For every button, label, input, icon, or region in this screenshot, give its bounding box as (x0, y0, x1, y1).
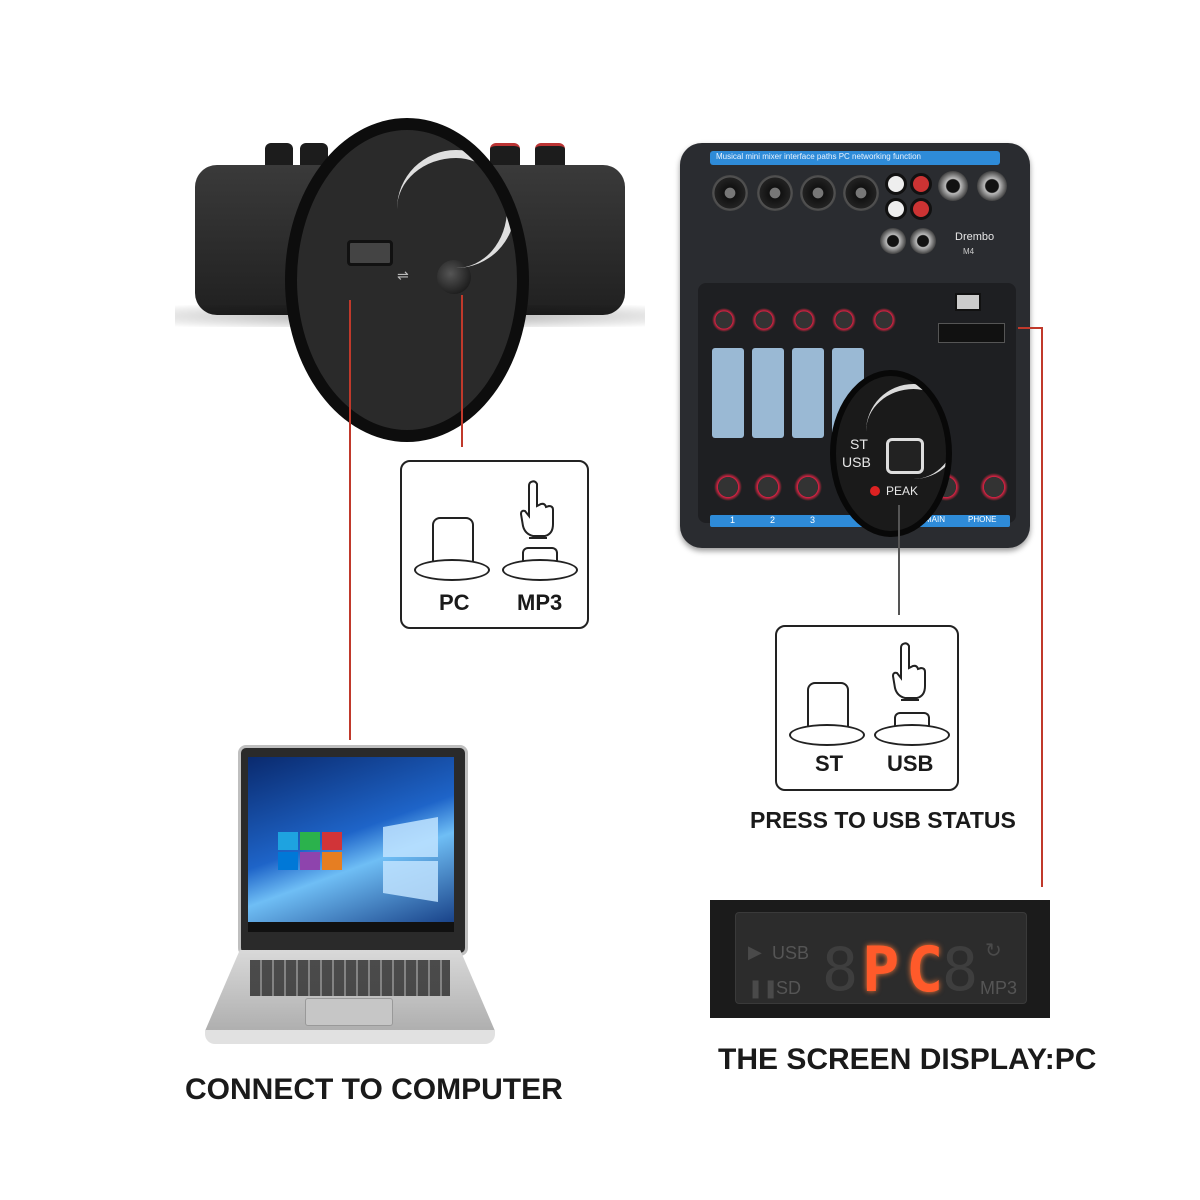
label-usb: USB (887, 751, 934, 776)
highlight-arc (397, 150, 515, 268)
eq-panel (792, 348, 824, 438)
connector-line (461, 295, 463, 447)
connector-line (898, 505, 900, 615)
xlr-input[interactable] (843, 175, 879, 211)
highlight-arc (866, 384, 946, 479)
laptop-screen (248, 757, 454, 932)
peak-label: PEAK (886, 484, 919, 498)
rca-jack[interactable] (885, 173, 907, 195)
display-digit-c: C (906, 933, 944, 1006)
output-jack-left[interactable] (938, 171, 968, 201)
usb-label: USB (842, 454, 871, 470)
micro-usb-port (347, 240, 393, 266)
usb-symbol-icon: ⇌ (397, 268, 409, 284)
windows-logo-icon (248, 817, 454, 932)
xlr-input[interactable] (712, 175, 748, 211)
brand-logo: Drembo (955, 231, 995, 243)
main-label: MAIN (925, 515, 945, 524)
xlr-input[interactable] (800, 175, 836, 211)
button-base-icon (874, 724, 950, 746)
line-jack[interactable] (910, 228, 936, 254)
magnifier-circle: ⇌ (285, 118, 529, 442)
button-raised-icon (432, 517, 474, 569)
peak-led (870, 486, 880, 496)
output-jack-right[interactable] (977, 171, 1007, 201)
laptop-trackpad (305, 998, 393, 1026)
rca-jack[interactable] (910, 173, 932, 195)
screen-display: ▶ ❚❚ USB SD 8 P C 8 ↻ MP3 (710, 900, 1050, 1018)
seg-digit-off: 8 (822, 935, 859, 1005)
connector-line (1018, 327, 1042, 329)
button-base-icon (414, 559, 490, 581)
mini-display (938, 323, 1005, 343)
display-digit-p: P (862, 933, 900, 1006)
st-usb-button-diagram: ST USB (775, 625, 959, 791)
hand-press-icon (517, 480, 557, 542)
caption-connect: CONNECT TO COMPUTER (185, 1073, 563, 1106)
button-raised-icon (807, 682, 849, 734)
st-label: ST (850, 436, 868, 452)
label-mp3: MP3 (517, 590, 563, 615)
rca-jack[interactable] (885, 198, 907, 220)
channel-1: 1 (730, 515, 736, 525)
connector-line (1041, 327, 1043, 887)
phone-label: PHONE (968, 515, 997, 524)
connector-line (349, 300, 351, 740)
display-usb-label: USB (772, 943, 810, 963)
hand-press-icon (889, 642, 929, 704)
seg-digit-off: 8 (942, 935, 979, 1005)
laptop-front-edge (205, 1030, 495, 1044)
caption-screen: THE SCREEN DISPLAY:PC (718, 1043, 1097, 1076)
line-jack[interactable] (880, 228, 906, 254)
mixer-magnifier: ST USB PEAK (830, 370, 952, 537)
channel-3: 3 (810, 515, 816, 525)
button-pressed-icon (522, 547, 558, 567)
laptop-keyboard (250, 960, 450, 996)
pc-mp3-button-diagram: PC MP3 (400, 460, 589, 629)
label-st: ST (815, 751, 844, 776)
display-sd-label: SD (776, 978, 802, 998)
gain-knobs (708, 308, 938, 338)
xlr-input[interactable] (757, 175, 793, 211)
eq-panel (712, 348, 744, 438)
usb-port[interactable] (955, 293, 981, 311)
label-pc: PC (439, 590, 470, 615)
play-icon: ▶ (748, 942, 762, 963)
laptop (205, 745, 495, 1050)
mixer-header-text: Musical mini mixer interface paths PC ne… (716, 152, 921, 161)
repeat-icon: ↻ (985, 938, 1002, 962)
rca-jack[interactable] (910, 198, 932, 220)
pause-icon: ❚❚ (748, 978, 779, 999)
caption-press: PRESS TO USB STATUS (750, 807, 1016, 833)
model-label: M4 (963, 247, 975, 256)
button-base-icon (502, 559, 578, 581)
header-strip: Musical mini mixer interface paths PC ne… (710, 151, 1000, 165)
channel-2: 2 (770, 515, 776, 525)
display-window (735, 912, 1027, 1004)
eq-panel (752, 348, 784, 438)
display-mp3-label: MP3 (980, 978, 1018, 998)
button-pressed-icon (894, 712, 930, 732)
button-base-icon (789, 724, 865, 746)
